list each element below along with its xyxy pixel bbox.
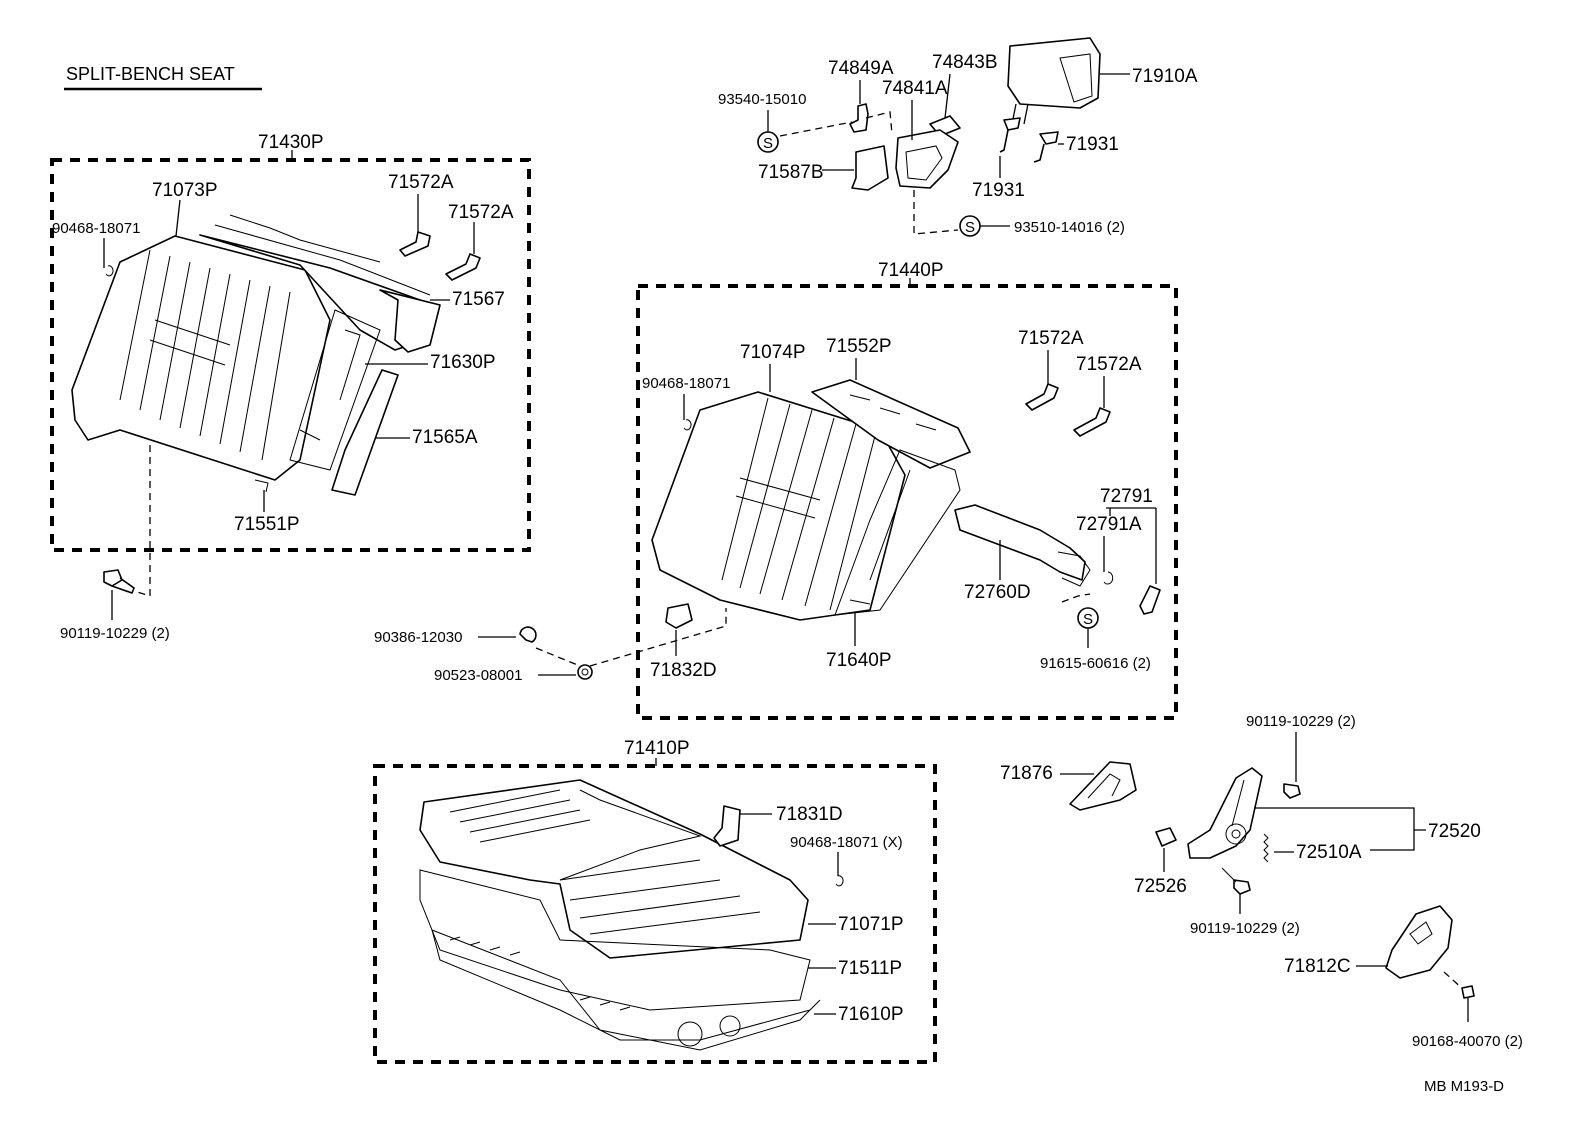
cushion-71071p (419, 779, 809, 959)
callout-93510-14016: 93510-14016 (2) (1014, 219, 1125, 236)
callout-71567: 71567 (452, 289, 505, 310)
cover-71812c (1385, 905, 1453, 979)
hinge-72520 (1187, 767, 1263, 859)
clip-71572a-3 (1025, 383, 1059, 411)
frame-71630p (289, 309, 381, 471)
callout-71587b: 71587B (758, 162, 824, 183)
callout-71074p: 71074P (740, 342, 806, 363)
callout-72760d: 72760D (964, 582, 1031, 603)
callout-72526: 72526 (1134, 876, 1187, 897)
group-71410p: 71410P 71831D 90468-18071 (X) 71071P 715… (373, 738, 937, 1064)
callout-90468-18071-x: 90468-18071 (X) (790, 834, 903, 851)
callout-74841a: 74841A (882, 78, 948, 99)
bracket-71831d (713, 805, 741, 847)
symbol-s-letter-2: S (965, 219, 975, 236)
callout-71931-lower: 71931 (972, 180, 1025, 201)
clip-71572a-4 (1073, 407, 1111, 437)
group-label-71430p: 71430P (258, 132, 324, 153)
bolt-90119 (103, 569, 135, 594)
callout-71876: 71876 (1000, 763, 1053, 784)
callout-71832d: 71832D (650, 660, 717, 681)
footer-code: MB M193-D (1424, 1078, 1504, 1095)
frame-71640p (834, 449, 961, 616)
callout-90119-10229-top: 90119-10229 (2) (1246, 713, 1356, 730)
callout-72510a: 72510A (1296, 842, 1362, 863)
callout-71565a: 71565A (412, 427, 478, 448)
callout-90119-10229-lower: 90119-10229 (2) (1190, 920, 1300, 937)
frame-71610p (431, 929, 821, 1051)
callout-71071p: 71071P (838, 914, 904, 935)
symbol-s-letter-3: S (1083, 611, 1093, 628)
symbol-s-letter-1: S (763, 135, 773, 152)
lever-72760d (954, 504, 1086, 581)
panel-71567 (379, 289, 441, 353)
cover-71876 (1069, 761, 1137, 811)
callout-90119-10229-left: 90119-10229 (2) (60, 625, 170, 642)
callout-93540-15010: 93540-15010 (718, 91, 806, 108)
clip-71572a-2 (445, 253, 481, 281)
callout-90523-08001: 90523-08001 (434, 667, 522, 684)
stopper-71931-b (1033, 131, 1059, 163)
callout-74849a: 74849A (828, 58, 894, 79)
callout-90468-18071-center: 90468-18071 (642, 375, 730, 392)
bolt-90119-top (1283, 783, 1301, 799)
callout-90168-40070: 90168-40070 (2) (1412, 1033, 1523, 1050)
callout-71511p: 71511P (838, 958, 902, 979)
callout-71572a-1: 71572A (388, 172, 454, 193)
group-71440p: 71440P 71074P 71552P 90468-18071 71572A … (636, 260, 1178, 720)
seatback-cushion-left (71, 235, 331, 481)
spring-72510a (1263, 833, 1269, 863)
bracket-71832d (665, 603, 693, 629)
callout-71610p: 71610P (838, 1004, 904, 1025)
part-71565a (331, 369, 399, 496)
bolt-90119-lower (1233, 879, 1251, 895)
callout-74843b: 74843B (932, 52, 998, 73)
washer-90523 (577, 664, 593, 680)
callout-71551p: 71551P (234, 514, 300, 535)
callout-71931-right: 71931 (1066, 134, 1119, 155)
part-72791 (1139, 585, 1161, 615)
callout-71572a-4: 71572A (1076, 354, 1142, 375)
callout-90386-12030: 90386-12030 (374, 629, 462, 646)
guide-74841a (895, 129, 959, 189)
hinge-cluster: 71876 90119-10229 (2) 72520 72510A 72526… (1000, 713, 1523, 1050)
group-label-71440p: 71440P (878, 260, 944, 281)
callout-71640p: 71640P (826, 650, 892, 671)
screw-90168 (1461, 985, 1475, 999)
group-71430p: 71430P 71073P 90468-18071 71572A 71572A … (50, 132, 531, 642)
callout-71073p: 71073P (152, 180, 218, 201)
part-71587b (851, 145, 889, 191)
callout-71572a-3: 71572A (1018, 328, 1084, 349)
callout-71910a: 71910A (1132, 66, 1198, 87)
clip-71572a-1 (399, 231, 431, 257)
headrest-cluster: 71910A 74849A 74843B S 93540-15010 74841… (718, 37, 1198, 237)
callout-72520: 72520 (1428, 821, 1481, 842)
callout-90468-18071: 90468-18071 (52, 220, 140, 237)
callout-72791: 72791 (1100, 486, 1153, 507)
bracket-74849a (849, 103, 869, 133)
callout-71812c: 71812C (1284, 956, 1351, 977)
callout-71552p: 71552P (826, 336, 892, 357)
callout-71630p: 71630P (430, 352, 496, 373)
nut-90386 (519, 626, 537, 643)
callout-72791a: 72791A (1076, 514, 1142, 535)
callout-71831d: 71831D (776, 804, 843, 825)
callout-91615-60616: 91615-60616 (2) (1040, 655, 1151, 672)
diagram-title: SPLIT-BENCH SEAT (66, 64, 235, 84)
group-label-71410p: 71410P (624, 738, 690, 759)
callout-71572a-2: 71572A (448, 202, 514, 223)
fasteners-center-left: 90386-12030 90523-08001 (374, 608, 727, 684)
stopper-71931-a (999, 117, 1021, 153)
panel-71552p (811, 379, 971, 469)
block-72526 (1155, 827, 1177, 847)
group-box-71410p (373, 764, 937, 1064)
group-box-71430p (50, 158, 531, 552)
